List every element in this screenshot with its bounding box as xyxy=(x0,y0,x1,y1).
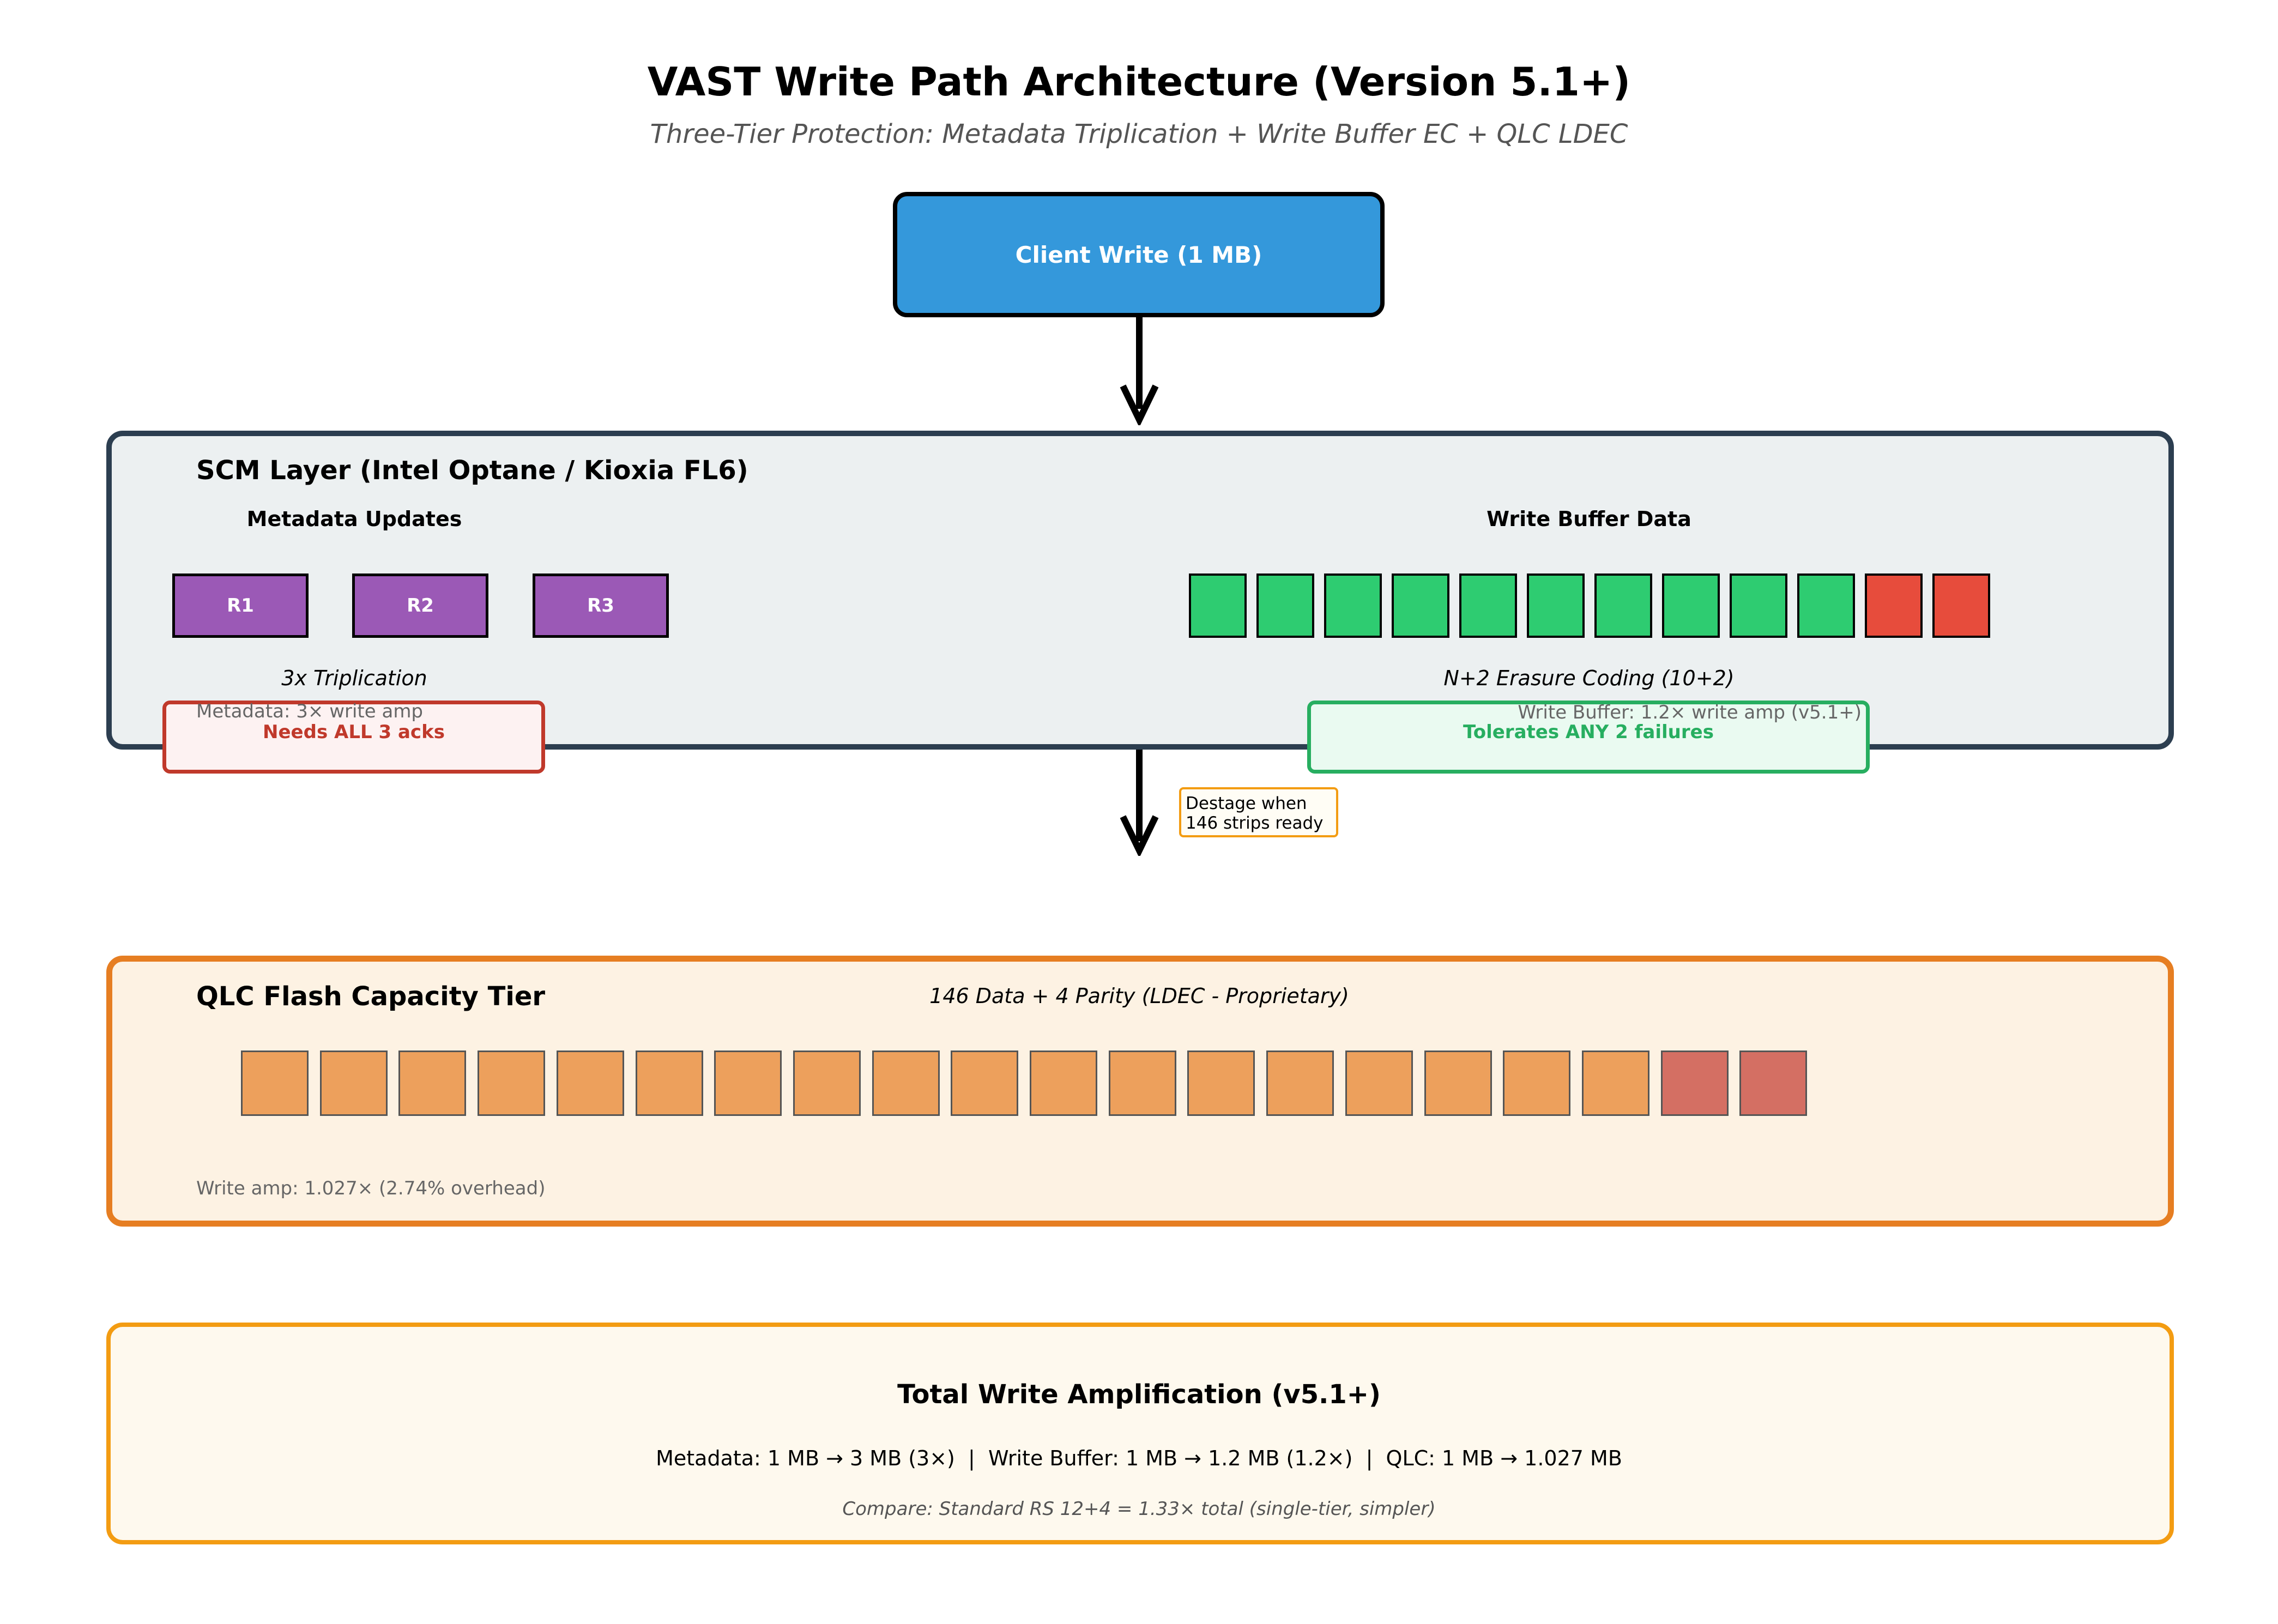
qlc-data-strip xyxy=(1424,1051,1492,1116)
write-buffer-write-amp: Write Buffer: 1.2× write amp (v5.1+) xyxy=(1518,702,1862,723)
qlc-data-strip xyxy=(793,1051,861,1116)
qlc-data-strip xyxy=(1187,1051,1255,1116)
qlc-data-strip xyxy=(1266,1051,1334,1116)
destage-line-1: Destage when xyxy=(1186,794,1307,813)
write-buffer-data-strip xyxy=(1459,573,1517,638)
qlc-data-strip xyxy=(951,1051,1018,1116)
write-buffer-data-strip xyxy=(1797,573,1855,638)
qlc-data-strip xyxy=(1345,1051,1413,1116)
client-write-label: Client Write (1 MB) xyxy=(1015,241,1262,268)
scm-layer-title: SCM Layer (Intel Optane / Kioxia FL6) xyxy=(196,455,748,486)
write-buffer-parity-strip xyxy=(1932,573,1990,638)
destage-note: Destage when 146 strips ready xyxy=(1179,787,1338,837)
qlc-tier-title: QLC Flash Capacity Tier xyxy=(196,981,546,1012)
write-buffer-parity-strip xyxy=(1865,573,1923,638)
qlc-data-strip xyxy=(872,1051,940,1116)
qlc-data-strip xyxy=(241,1051,309,1116)
qlc-data-strip xyxy=(1030,1051,1097,1116)
acks-warning-label: Needs ALL 3 acks xyxy=(263,721,445,743)
arrow-scm-to-qlc-shaft xyxy=(1136,750,1143,841)
replica-r3: R3 xyxy=(533,573,669,638)
qlc-data-strip xyxy=(1503,1051,1570,1116)
write-buffer-data-strip xyxy=(1730,573,1787,638)
qlc-data-strip xyxy=(320,1051,388,1116)
metadata-write-amp: Metadata: 3× write amp xyxy=(196,701,424,722)
arrow-client-to-scm-head xyxy=(1120,384,1159,425)
failure-tolerance-box xyxy=(1307,701,1870,774)
client-write-box: Client Write (1 MB) xyxy=(893,192,1385,317)
arrow-client-to-scm-shaft xyxy=(1136,317,1143,409)
write-buffer-data-strip xyxy=(1189,573,1247,638)
metadata-heading: Metadata Updates xyxy=(246,507,462,531)
write-buffer-data-strip xyxy=(1256,573,1314,638)
acks-warning-box xyxy=(162,701,545,774)
qlc-parity-strip xyxy=(1739,1051,1807,1116)
destage-line-2: 146 strips ready xyxy=(1186,813,1324,833)
qlc-parity-strip xyxy=(1661,1051,1729,1116)
write-buffer-data-strip xyxy=(1662,573,1720,638)
total-title: Total Write Amplification (v5.1+) xyxy=(897,1379,1381,1410)
erasure-coding-label: N+2 Erasure Coding (10+2) xyxy=(1443,666,1735,690)
failure-tolerance-label: Tolerates ANY 2 failures xyxy=(1463,721,1714,743)
qlc-data-strip xyxy=(1109,1051,1176,1116)
qlc-data-strip xyxy=(557,1051,624,1116)
total-summary-box xyxy=(106,1323,2174,1544)
write-buffer-data-strip xyxy=(1594,573,1652,638)
qlc-data-strip xyxy=(714,1051,782,1116)
triplication-label: 3x Triplication xyxy=(281,666,427,690)
write-buffer-data-strip xyxy=(1392,573,1449,638)
qlc-write-amp: Write amp: 1.027× (2.74% overhead) xyxy=(196,1178,546,1199)
qlc-data-strip xyxy=(398,1051,466,1116)
replica-r2: R2 xyxy=(352,573,488,638)
replica-r1: R1 xyxy=(172,573,309,638)
qlc-data-strip xyxy=(1582,1051,1649,1116)
total-compare: Compare: Standard RS 12+4 = 1.33× total … xyxy=(842,1498,1436,1520)
diagram-title: VAST Write Path Architecture (Version 5.… xyxy=(647,59,1631,105)
qlc-data-strip xyxy=(636,1051,703,1116)
qlc-data-strip xyxy=(478,1051,545,1116)
diagram-subtitle: Three-Tier Protection: Metadata Triplica… xyxy=(650,119,1628,149)
write-buffer-data-strip xyxy=(1527,573,1585,638)
arrow-scm-to-qlc-head xyxy=(1120,815,1159,856)
write-buffer-data-strip xyxy=(1324,573,1382,638)
write-buffer-heading: Write Buffer Data xyxy=(1487,507,1691,531)
total-breakdown: Metadata: 1 MB → 3 MB (3×) | Write Buffe… xyxy=(656,1446,1622,1470)
qlc-scheme-label: 146 Data + 4 Parity (LDEC - Proprietary) xyxy=(929,984,1349,1008)
